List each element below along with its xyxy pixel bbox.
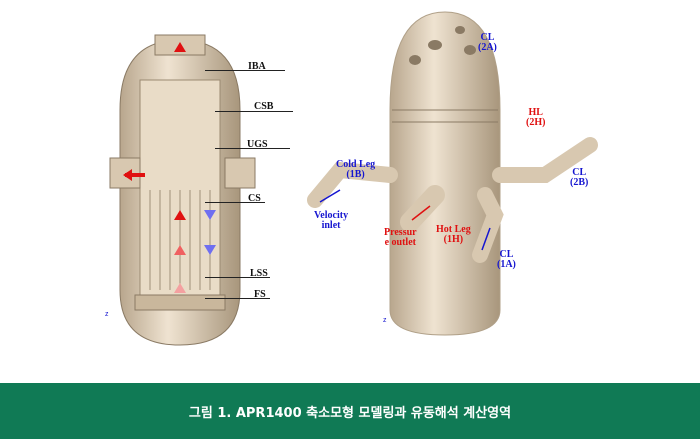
svg-text:z: z [105, 311, 109, 318]
label-cl-2b: CL(2B) [570, 167, 589, 188]
label-cl-1a: CL(1A) [497, 249, 516, 270]
label-iba: IBA [248, 61, 266, 72]
cutaway-vessel-drawing: zz [105, 11, 598, 346]
label-hl-2h: HL(2H) [526, 107, 546, 128]
label-hot-leg-1h: Hot Leg(1H) [436, 224, 471, 245]
figure-caption: 그림 1. APR1400 축소모형 모델링과 유동해석 계산영역 [0, 383, 700, 439]
label-cs: CS [248, 193, 261, 204]
label-fs: FS [254, 289, 266, 300]
svg-text:z: z [383, 317, 387, 324]
label-lss: LSS [250, 268, 268, 279]
label-ugs: UGS [247, 139, 268, 150]
label-cl-2a: CL(2A) [478, 32, 497, 53]
label-csb: CSB [254, 101, 274, 112]
label-cold-leg-1b: Cold Leg(1B) [336, 159, 376, 180]
